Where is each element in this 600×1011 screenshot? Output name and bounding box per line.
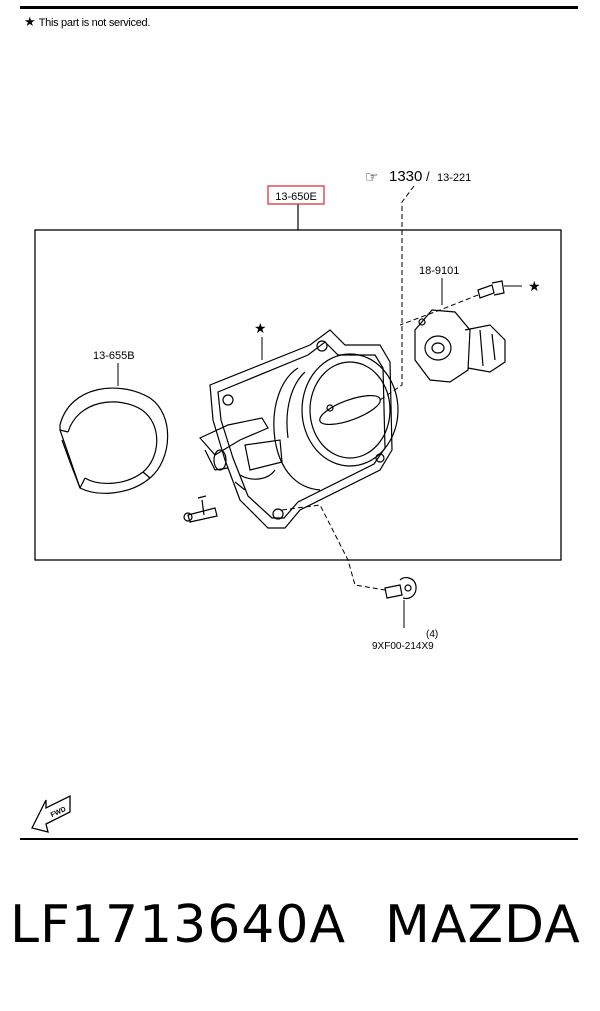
assembly-ref-highlight: [267, 185, 325, 205]
gasket-part: [59, 387, 169, 494]
throttle-star-icon: ★: [254, 321, 267, 337]
not-serviced-text: This part is not serviced.: [38, 17, 151, 29]
sensor-dashed-line: [399, 294, 479, 326]
pointing-hand-icon: ☞: [365, 168, 378, 186]
sensor-screw: [477, 280, 505, 299]
ref-main-label: 1330: [389, 168, 422, 185]
sensor-screw-star-icon: ★: [528, 279, 541, 295]
brand-caption: MAZDA: [385, 895, 581, 955]
bolt-part-label: 9XF00-214X9: [372, 641, 434, 652]
forward-arrow-icon: FWD: [31, 794, 71, 833]
part-number-caption: LF1713640A: [10, 895, 347, 955]
bottom-rule: [20, 838, 578, 840]
throttle-position-sensor: [414, 309, 506, 383]
gasket-label: 13-655B: [93, 350, 135, 362]
top-rule: [20, 6, 578, 9]
bolt-qty-label: (4): [426, 629, 438, 640]
ref-dashed-leader: [379, 185, 415, 401]
ref-separator: /: [426, 169, 430, 184]
sensor-label: 18-9101: [419, 265, 459, 277]
ref-secondary-label: 13-221: [437, 172, 471, 184]
throttle-body-part: [183, 329, 399, 529]
star-icon: ★: [24, 14, 36, 29]
diagram-frame: [34, 229, 562, 561]
mounting-bolt: [384, 576, 417, 600]
not-serviced-note: ★ This part is not serviced.: [24, 14, 150, 30]
assembly-ref-label: 13-650E: [275, 191, 317, 203]
bolt-dashed-leader: [281, 504, 386, 591]
